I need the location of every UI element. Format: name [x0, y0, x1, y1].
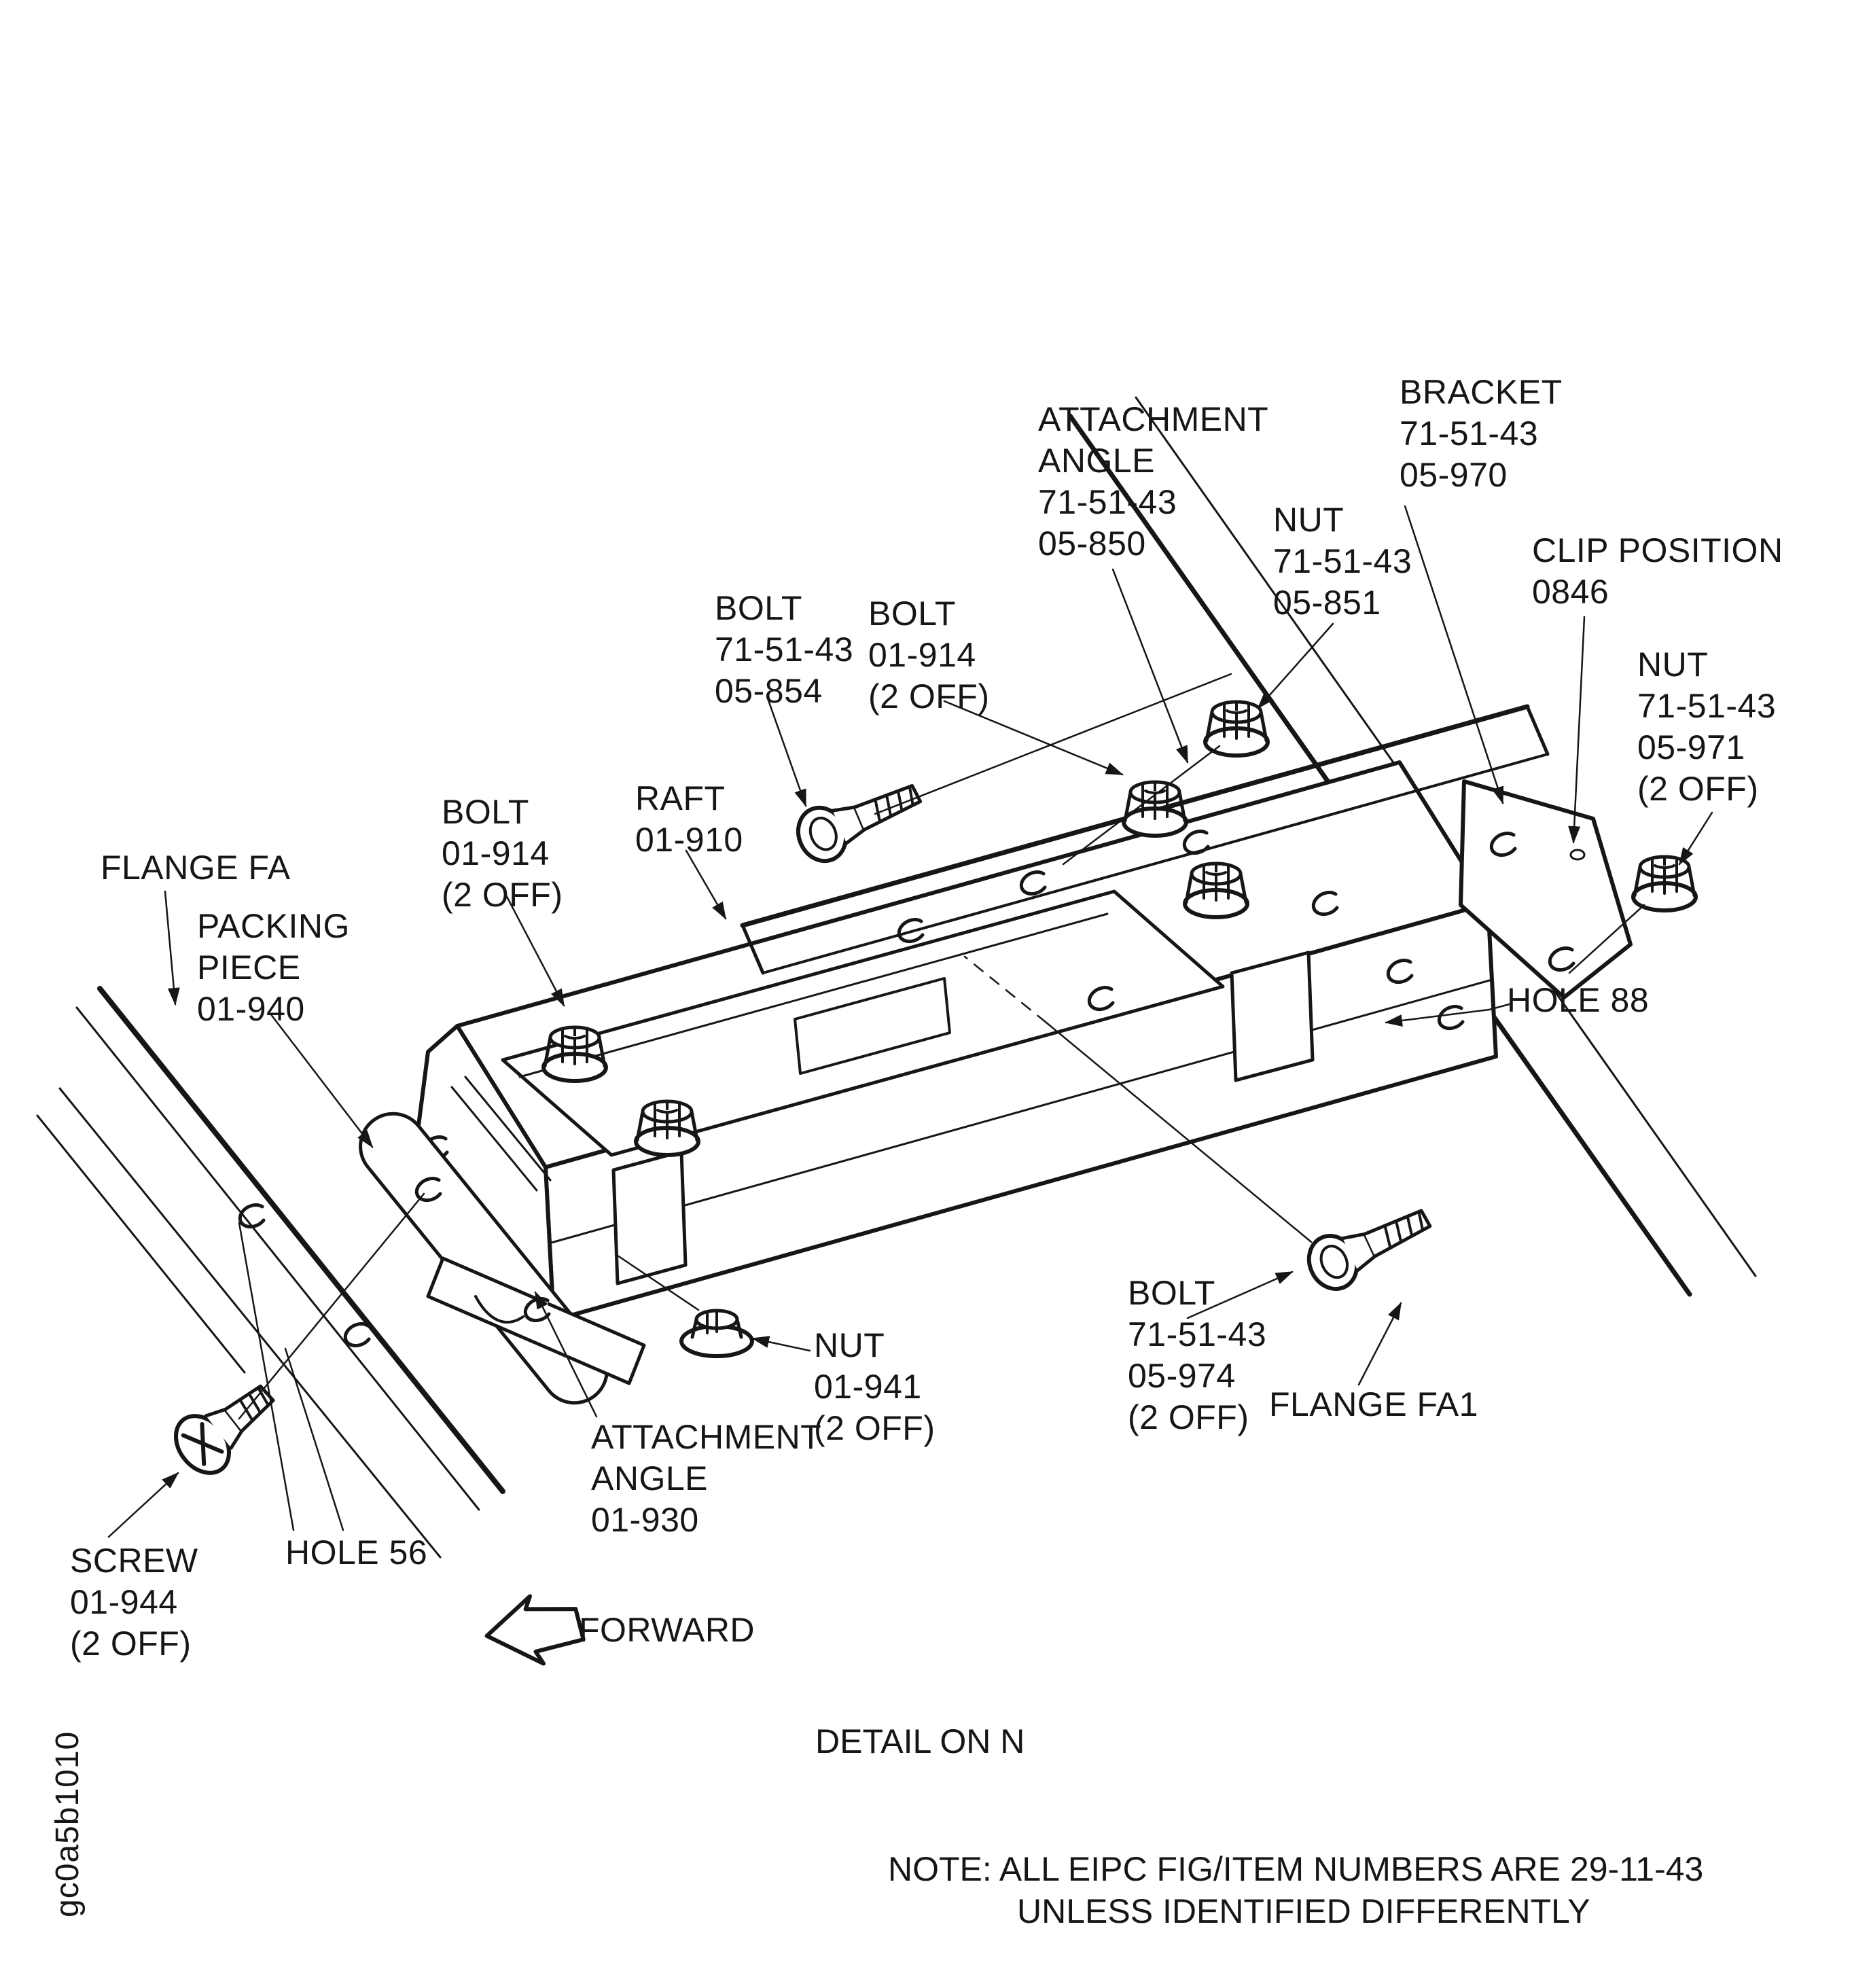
note-line-1: NOTE: ALL EIPC FIG/ITEM NUMBERS ARE 29-1…	[888, 1850, 1704, 1888]
label-bolt-05-974: BOLT 71-51-43 05-974 (2 OFF)	[1128, 1274, 1267, 1436]
label-bolt-01-914-left: BOLT 01-914 (2 OFF)	[442, 793, 563, 914]
label-bolt-01-914-upper: BOLT 01-914 (2 OFF)	[868, 594, 990, 715]
hole-icon	[240, 1205, 369, 1346]
note-line-2: UNLESS IDENTIFIED DIFFERENTLY	[1017, 1892, 1590, 1930]
label-bracket-05-970: BRACKET 71-51-43 05-970	[1400, 373, 1563, 494]
label-attachment-angle-05-850: ATTACHMENT ANGLE 71-51-43 05-850	[1038, 400, 1269, 563]
forward-arrow-icon	[484, 1594, 586, 1666]
bracket-shape	[1459, 779, 1633, 999]
detail-caption: DETAIL ON N	[815, 1722, 1025, 1760]
label-flange-fa: FLANGE FA	[101, 849, 291, 887]
attachment-angle-930-shape	[426, 1256, 646, 1385]
flange-fa-lines	[36, 986, 505, 1559]
figure-code: gc0a5b1010	[50, 1730, 86, 1917]
clip-position-hole	[1569, 849, 1586, 861]
label-bolt-05-854: BOLT 71-51-43 05-854	[715, 589, 854, 710]
label-screw-01-944: SCREW 01-944 (2 OFF)	[70, 1542, 198, 1663]
label-nut-05-851: NUT 71-51-43 05-851	[1273, 501, 1412, 622]
label-forward: FORWARD	[579, 1611, 755, 1649]
label-attachment-angle-01-930: ATTACHMENT ANGLE 01-930	[591, 1418, 822, 1539]
label-packing-piece-01-940: PACKING PIECE 01-940	[197, 907, 350, 1028]
label-raft-01-910: RAFT 01-910	[635, 779, 743, 859]
leader-line	[107, 505, 1713, 1538]
raft-body	[414, 760, 1498, 1322]
label-clip-position-0846: CLIP POSITION 0846	[1532, 531, 1783, 611]
alignment-line	[238, 673, 1645, 1531]
label-hole-88: HOLE 88	[1507, 981, 1650, 1019]
flanged-nut-icon	[681, 1311, 752, 1356]
label-nut-01-941: NUT 01-941 (2 OFF)	[814, 1326, 936, 1447]
label-flange-fa1: FLANGE FA1	[1269, 1385, 1478, 1423]
label-nut-05-971: NUT 71-51-43 05-971 (2 OFF)	[1637, 645, 1777, 808]
attachment-angle-850-rail	[740, 704, 1550, 975]
label-hole-56: HOLE 56	[285, 1533, 428, 1572]
